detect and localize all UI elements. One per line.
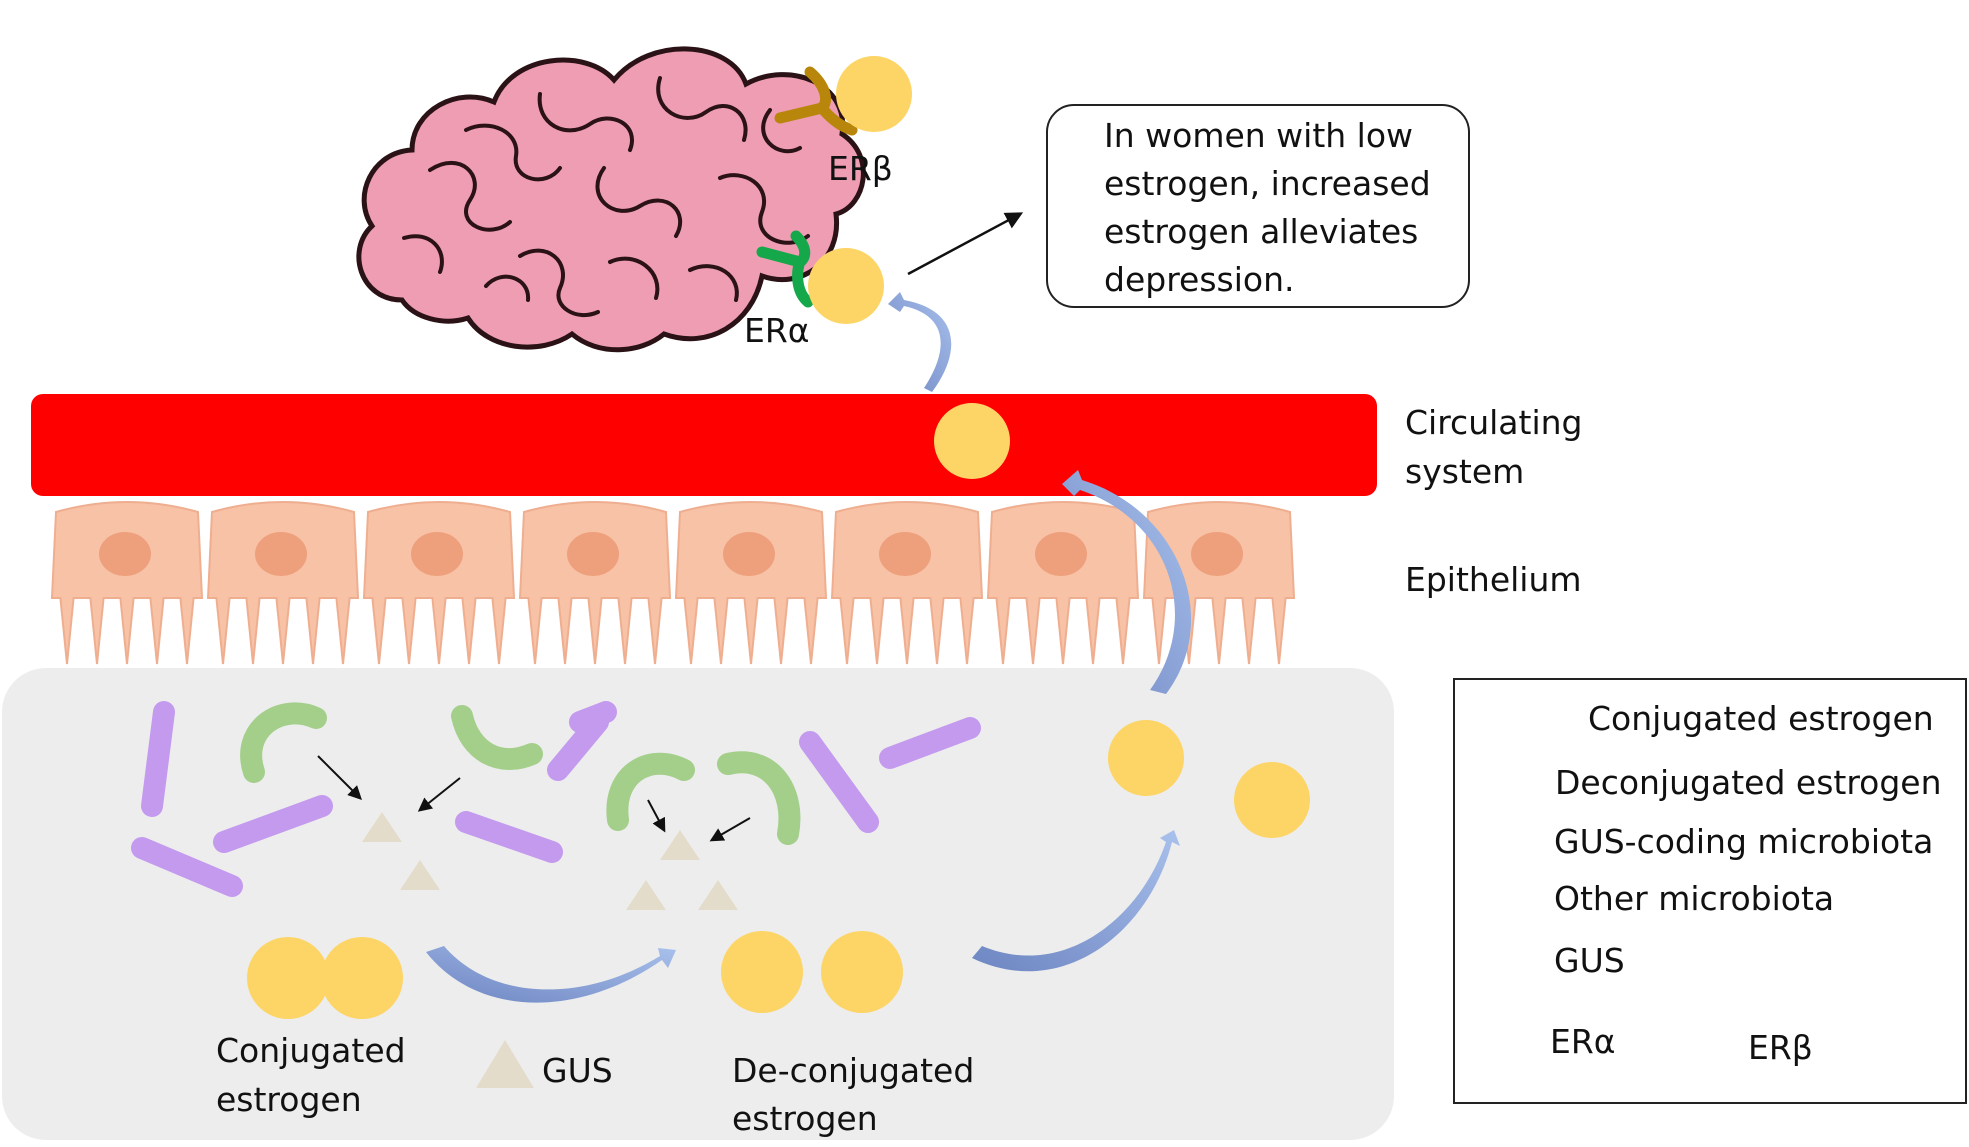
other-microbiota-cell <box>799 731 879 833</box>
conjugated-estrogen-a <box>247 937 329 1019</box>
callout-line: depression. <box>1104 260 1295 299</box>
flow-arrow-to-lumen-estrogen <box>972 830 1180 972</box>
cell-nucleus <box>255 532 307 576</box>
epithelium-label: Epithelium <box>1405 560 1582 599</box>
gus-bottom-icon <box>476 1040 534 1088</box>
gus-bottom-label: GUS <box>542 1051 613 1090</box>
gus-coding-microbiota-cell <box>717 751 801 845</box>
circulating-system-label-line2: system <box>1405 452 1525 491</box>
gus-enzyme <box>400 860 440 890</box>
cell-nucleus <box>99 532 151 576</box>
legend-item-gus-microbiota: GUS-coding microbiota <box>1554 822 1934 861</box>
cell-nucleus <box>1035 532 1087 576</box>
cell-nucleus <box>879 532 931 576</box>
epithelial-cell <box>206 501 360 665</box>
legend: Conjugated estrogen Deconjugated estroge… <box>1453 678 1967 1104</box>
gus-enzyme <box>362 812 402 842</box>
free-estrogen-b <box>1234 762 1310 838</box>
cell-nucleus <box>567 532 619 576</box>
gus-release-arrow <box>417 777 461 812</box>
other-microbiota-cell <box>547 711 609 781</box>
epithelial-cell <box>1142 501 1296 665</box>
callout-line: estrogen, increased <box>1104 164 1431 203</box>
blood-vessel <box>31 394 1377 496</box>
conjugated-estrogen-label-line2: estrogen <box>216 1080 362 1119</box>
legend-item-er-alpha: ERα <box>1550 1022 1616 1061</box>
microbiota <box>131 701 981 897</box>
epithelium-layer <box>50 501 1296 665</box>
brain-er-alpha-label: ERα <box>744 311 810 350</box>
circulating-estrogen <box>934 403 1010 479</box>
gus-release-arrow <box>317 755 362 800</box>
epithelial-cell <box>986 501 1140 665</box>
flow-arrow-to-brain <box>888 292 952 392</box>
legend-item-deconjugated-estrogen: Deconjugated estrogen <box>1555 763 1942 802</box>
gus-enzyme <box>698 880 738 910</box>
deconjugated-estrogen-a <box>721 931 803 1013</box>
other-microbiota-cell <box>455 811 563 863</box>
brain-er-beta-receptor <box>774 66 858 136</box>
deconjugated-estrogen-b <box>821 931 903 1013</box>
gus-coding-microbiota-cell <box>240 702 327 783</box>
epithelial-cell <box>50 501 204 665</box>
circulating-system-label-line1: Circulating <box>1405 403 1583 442</box>
cell-nucleus <box>1191 532 1243 576</box>
legend-item-er-beta: ERβ <box>1748 1028 1813 1067</box>
callout-arrow <box>907 212 1024 276</box>
callout-box: In women with low estrogen, increased es… <box>1046 104 1470 308</box>
deconjugated-estrogen-label-line1: De-conjugated <box>732 1051 975 1090</box>
brain-er-beta-label: ERβ <box>828 149 893 188</box>
gus-enzyme <box>626 880 666 910</box>
flow-arrows <box>426 292 1192 1003</box>
gus-coding-microbiota-cell <box>451 705 543 770</box>
other-microbiota-cell <box>141 701 175 817</box>
legend-item-gus: GUS <box>1554 941 1625 980</box>
other-microbiota-cell <box>569 701 617 733</box>
gus-coding-microbiota-cell <box>606 752 695 831</box>
flow-arrow-to-blood <box>1062 470 1192 694</box>
flow-arrow-conjugation <box>426 946 676 1003</box>
epithelial-cell <box>674 501 828 665</box>
other-microbiota-cell <box>213 795 333 853</box>
callout-line: In women with low <box>1104 116 1414 155</box>
other-microbiota-cell <box>879 717 981 769</box>
conjugated-estrogen-label-line1: Conjugated <box>216 1031 406 1070</box>
other-microbiota-cell <box>131 837 243 897</box>
cell-nucleus <box>723 532 775 576</box>
epithelial-cell <box>518 501 672 665</box>
gus-release-arrow <box>709 817 751 842</box>
brain-bound-estrogen-alpha <box>808 248 884 324</box>
legend-item-conjugated-estrogen: Conjugated estrogen <box>1588 699 1934 738</box>
conjugated-estrogen-b <box>321 937 403 1019</box>
epithelial-cell <box>362 501 516 665</box>
free-estrogen-a <box>1108 720 1184 796</box>
legend-item-other-microbiota: Other microbiota <box>1554 879 1835 918</box>
brain <box>356 46 866 353</box>
gut-lumen <box>2 668 1394 1140</box>
deconjugated-estrogen-label-line2: estrogen <box>732 1099 878 1138</box>
epithelial-cell <box>830 501 984 665</box>
gus-enzymes <box>317 755 751 910</box>
brain-er-alpha-receptor <box>756 230 814 308</box>
cell-nucleus <box>411 532 463 576</box>
brain-bound-estrogen-beta <box>836 56 912 132</box>
callout-line: estrogen alleviates <box>1104 212 1419 251</box>
gus-enzyme <box>660 830 700 860</box>
gus-release-arrow <box>647 799 666 833</box>
